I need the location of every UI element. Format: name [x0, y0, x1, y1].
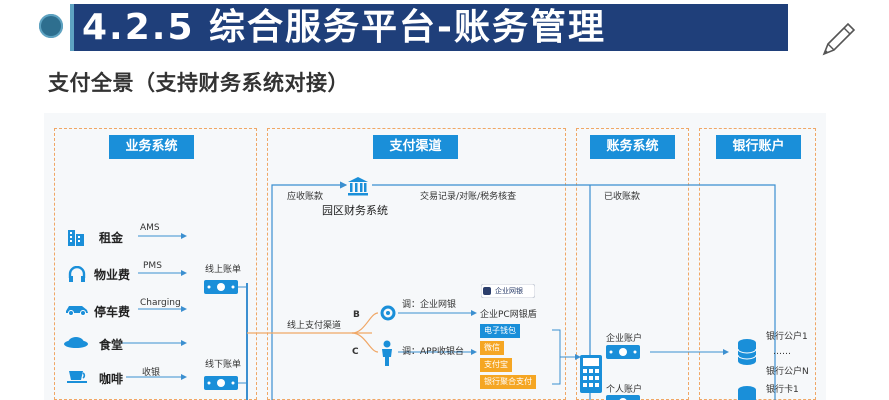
- online-bill-icon: [204, 280, 238, 294]
- branch-b-text: 调：企业网银: [402, 300, 457, 310]
- received-label: 已收账款: [604, 192, 641, 202]
- code-charging: Charging: [140, 298, 181, 308]
- branch-c-label: C: [352, 347, 359, 357]
- branch-b-curve: [351, 312, 379, 334]
- title-banner: [74, 4, 788, 51]
- offline-bill-label: 线下账单: [205, 360, 242, 370]
- option-ewallet: 电子钱包: [480, 324, 520, 338]
- column-title-channel: 支付渠道: [373, 135, 458, 159]
- page-subtitle: 支付全景（支持财务系统对接）: [48, 71, 349, 95]
- usb-key-icon: [481, 284, 535, 298]
- building-icon: [68, 230, 84, 246]
- branch-b-label: B: [353, 310, 360, 320]
- person-icon: [382, 340, 392, 366]
- business-item-canteen: 食堂: [99, 338, 124, 352]
- receivable-label: 应收账款: [287, 192, 324, 202]
- options-bracket: [552, 329, 561, 385]
- receivable-line: [271, 181, 348, 400]
- code-pms: PMS: [143, 261, 162, 271]
- column-title-bank: 银行账户: [716, 135, 801, 159]
- bank-building-icon: [348, 177, 368, 196]
- business-item-coffee: 咖啡: [99, 372, 124, 386]
- bank-line-ellipsis: ……: [773, 347, 791, 357]
- usb-key-text: 企业网银: [495, 287, 523, 295]
- corporate-account-label: 企业账户: [606, 334, 643, 344]
- pencil-icon: [822, 22, 856, 56]
- personal-account-icon: [606, 395, 640, 400]
- code-cashier: 收银: [142, 368, 161, 378]
- branch-c-text: 调：APP收银台: [402, 347, 465, 357]
- business-item-rent: 租金: [99, 231, 124, 245]
- page-title: 4.2.5 综合服务平台-账务管理: [82, 7, 606, 48]
- personal-account-label: 个人账户: [606, 385, 643, 395]
- coffee-icon: [67, 371, 87, 383]
- pc-bank-label: 企业PC网银盾: [480, 310, 537, 320]
- title-bullet-icon: [39, 14, 63, 38]
- bank-line-1: 银行公户1: [766, 332, 808, 342]
- dish-icon: [64, 337, 88, 348]
- headset-icon: [68, 266, 86, 282]
- finance-system-name: 园区财务系统: [322, 204, 388, 217]
- code-ams: AMS: [140, 223, 160, 233]
- online-channel-label: 线上支付渠道: [287, 321, 342, 331]
- gear-network-icon: [380, 305, 396, 321]
- option-alipay: 支付宝: [480, 358, 512, 372]
- coin-stack-icon: [737, 339, 757, 365]
- branch-c-curve: [351, 332, 379, 353]
- coin-stack-icon-2: [738, 386, 756, 400]
- car-icon: [66, 306, 88, 316]
- option-wechat: 微信: [480, 341, 504, 355]
- records-line: [372, 184, 776, 400]
- option-bank-aggregate: 银行聚合支付: [480, 375, 536, 389]
- title-accent-bar: [70, 4, 74, 51]
- column-title-business: 业务系统: [109, 135, 194, 159]
- corporate-account-icon: [606, 345, 640, 359]
- calculator-icon: [580, 355, 602, 393]
- offline-bill-icon: [204, 376, 238, 390]
- business-item-property: 物业费: [94, 268, 131, 282]
- bank-card-1: 银行卡1: [766, 385, 799, 395]
- bank-line-n: 银行公户N: [766, 367, 809, 377]
- business-item-parking: 停车费: [94, 305, 131, 319]
- online-bill-label: 线上账单: [205, 265, 242, 275]
- records-label: 交易记录/对账/税务核查: [420, 192, 517, 202]
- column-title-accounting: 账务系统: [590, 135, 675, 159]
